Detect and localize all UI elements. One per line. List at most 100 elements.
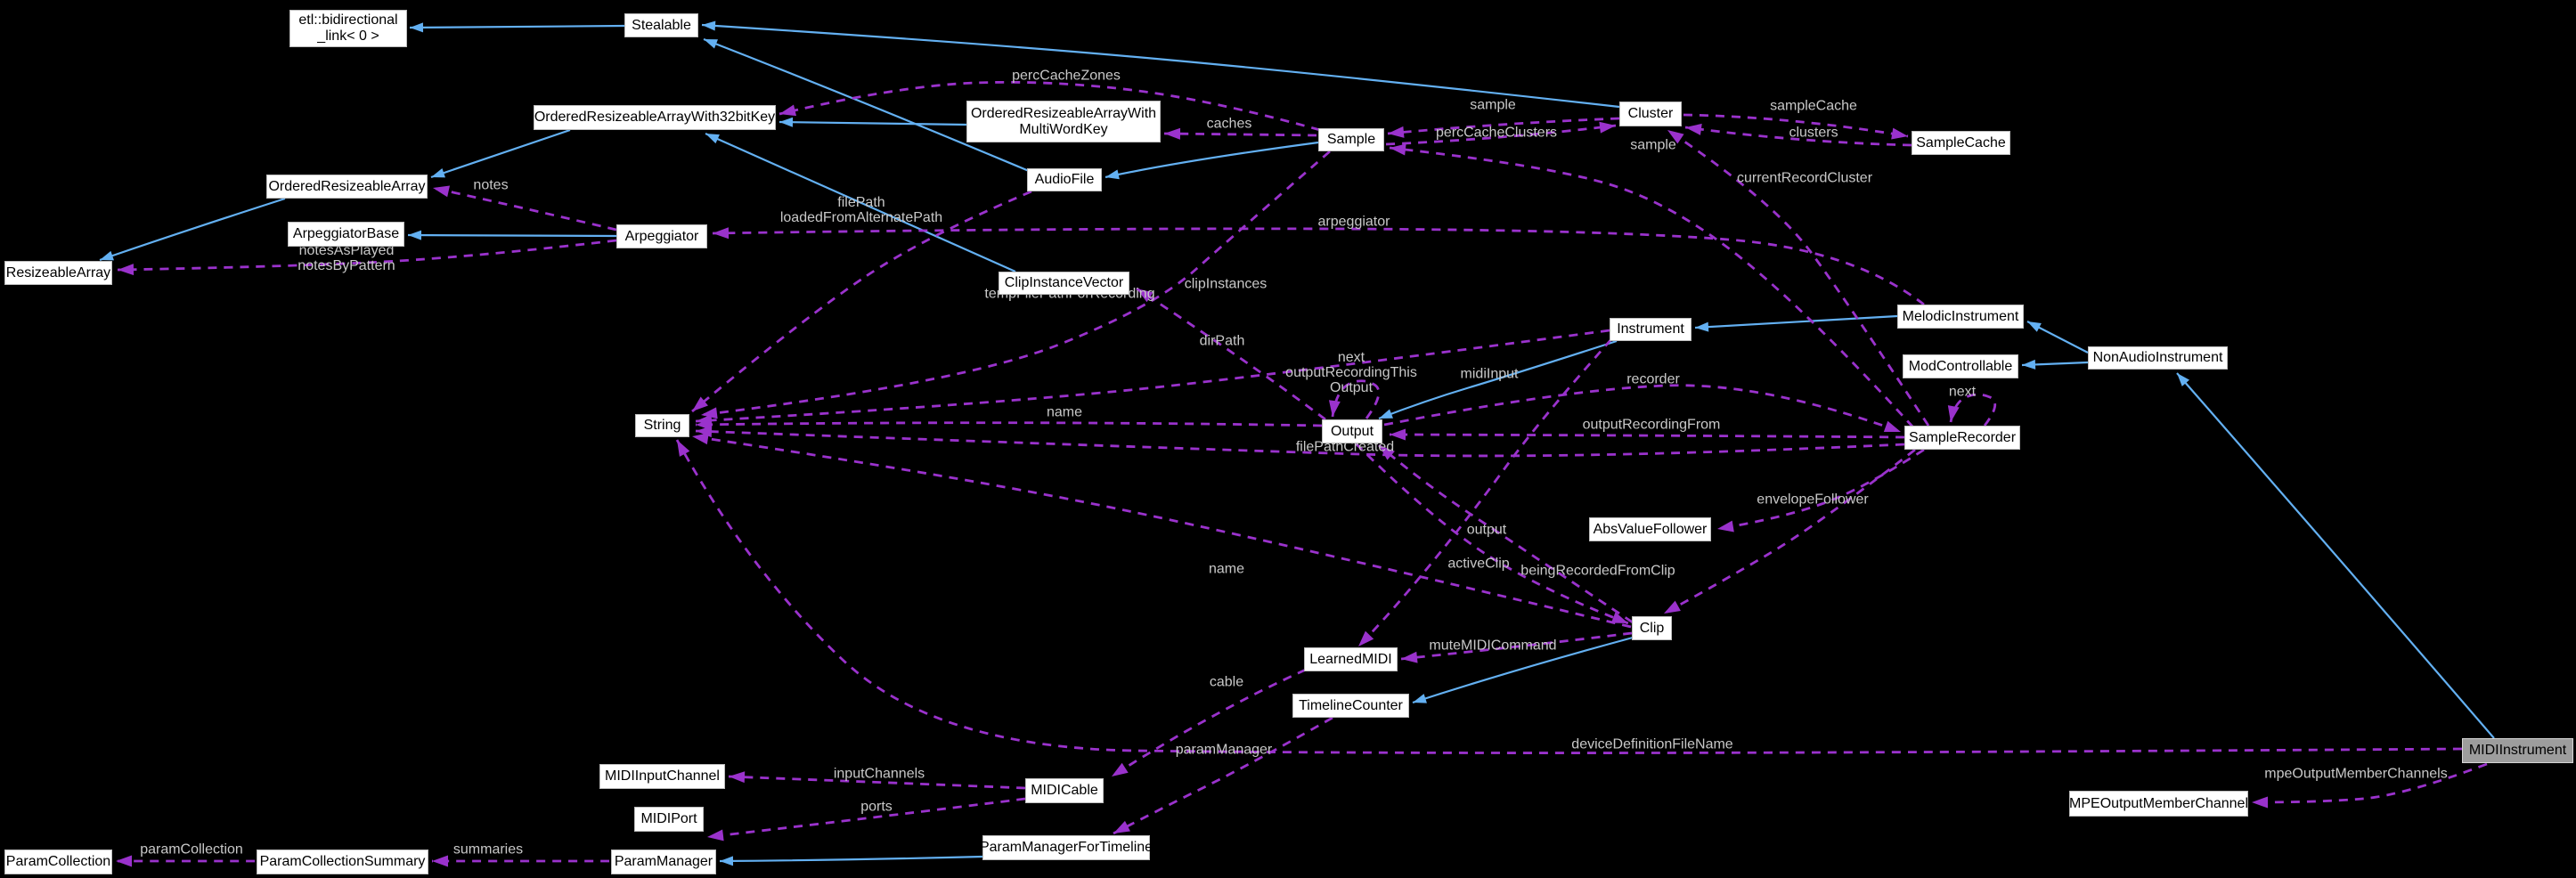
edge-sample-recorder-to-output bbox=[1389, 428, 1905, 441]
class-node-etl-bidirectional-link[interactable]: etl::bidirectional_link< 0 > bbox=[289, 10, 407, 47]
edge-output-to-string bbox=[695, 419, 1323, 431]
edge-label-caches: caches bbox=[1206, 116, 1252, 132]
class-node-cluster[interactable]: Cluster bbox=[1619, 102, 1682, 126]
edge-label-midiInput: midiInput bbox=[1460, 366, 1519, 382]
class-node-param-collection-summary[interactable]: ParamCollectionSummary bbox=[257, 850, 428, 874]
edge-midi-instrument-to-non-audio-instrument bbox=[2176, 372, 2495, 739]
class-node-param-manager-for-timeline[interactable]: ParamManagerForTimeline bbox=[980, 835, 1153, 860]
edge-label-sampleCache: sampleCache bbox=[1770, 98, 1857, 114]
class-node-label: AbsValueFollower bbox=[1593, 521, 1708, 537]
edge-label-currentRecordCluster: currentRecordCluster bbox=[1736, 170, 1873, 186]
class-node-stealable[interactable]: Stealable bbox=[624, 13, 698, 37]
class-node-arpeggiator-base[interactable]: ArpeggiatorBase bbox=[288, 222, 404, 247]
class-node-midi-input-channel[interactable]: MIDIInputChannel bbox=[599, 764, 725, 789]
class-node-learned-midi[interactable]: LearnedMIDI bbox=[1304, 647, 1398, 671]
edge-non-audio-instrument-to-mod-controllable bbox=[2021, 359, 2089, 370]
class-node-clip-instance-vector[interactable]: ClipInstanceVector bbox=[999, 272, 1129, 295]
class-node-sample-cache[interactable]: SampleCache bbox=[1912, 131, 2010, 155]
class-node-label: ModControllable bbox=[1908, 358, 2013, 374]
class-node-midi-cable[interactable]: MIDICable bbox=[1025, 778, 1104, 803]
edge-label-percCacheClusters: percCacheClusters bbox=[1435, 125, 1558, 141]
edge-audio-file-to-stealable bbox=[703, 37, 1030, 173]
class-node-label: String bbox=[643, 418, 681, 434]
class-node-timeline-counter[interactable]: TimelineCounter bbox=[1292, 694, 1409, 718]
class-node-arpeggiator[interactable]: Arpeggiator bbox=[616, 224, 707, 248]
edge-cluster-to-sample-cache bbox=[1683, 113, 1909, 140]
edge-midi-instrument-to-string bbox=[675, 439, 2463, 754]
class-node-ordered-resizeable-array-with-32bit-key[interactable]: OrderedResizeableArrayWith32bitKey bbox=[534, 105, 776, 130]
class-node-sample[interactable]: Sample bbox=[1318, 128, 1384, 151]
edge-arpeggiator-to-arpeggiator-base bbox=[407, 230, 617, 240]
class-node-label: ParamCollectionSummary bbox=[259, 854, 426, 870]
class-node-label: Instrument bbox=[1617, 321, 1684, 337]
class-node-label: ParamCollection bbox=[5, 854, 111, 870]
edge-midi-instrument-to-mpe-output-member-channel bbox=[2251, 762, 2488, 809]
class-node-output[interactable]: Output bbox=[1322, 419, 1382, 443]
class-node-abs-value-follower[interactable]: AbsValueFollower bbox=[1589, 517, 1711, 541]
class-node-label: MIDIInstrument bbox=[2468, 743, 2567, 759]
class-node-sample-recorder[interactable]: SampleRecorder bbox=[1904, 426, 2020, 450]
edge-clip-to-learned-midi bbox=[1400, 631, 1633, 663]
class-node-resizeable-array[interactable]: ResizeableArray bbox=[4, 261, 112, 285]
edge-label-inputChannels: inputChannels bbox=[833, 766, 925, 782]
class-node-label: MPEOutputMemberChannel bbox=[2069, 795, 2248, 811]
class-node-label: ArpeggiatorBase bbox=[292, 226, 400, 242]
edge-output-to-clip-instance-vector bbox=[1136, 287, 1326, 421]
edge-ordered-resizeable-array-with-32bit-key-to-ordered-resizeable-array bbox=[430, 128, 571, 179]
class-node-label: Output bbox=[1330, 423, 1374, 439]
edge-audio-file-to-string bbox=[691, 190, 1032, 413]
edge-ordered-resizeable-array-to-resizeable-array bbox=[99, 197, 286, 262]
edge-label-ports: ports bbox=[860, 799, 893, 815]
edge-sample-to-audio-file bbox=[1105, 141, 1319, 180]
class-node-midi-instrument[interactable]: MIDIInstrument bbox=[2462, 738, 2573, 763]
edge-label-mpeOutputMemberChannels: mpeOutputMemberChannels bbox=[2264, 766, 2448, 782]
edge-sample-recorder-to-string bbox=[695, 426, 1905, 458]
edge-label-clipInstances: clipInstances bbox=[1184, 276, 1268, 292]
edge-param-manager-for-timeline-to-param-manager bbox=[719, 855, 983, 866]
edge-sample-recorder-to-sample bbox=[1389, 143, 1915, 428]
edge-non-audio-instrument-to-melodic-instrument bbox=[2026, 321, 2089, 354]
class-node-label: MIDICable bbox=[1031, 783, 1098, 799]
edge-arpeggiator-to-ordered-resizeable-array bbox=[432, 185, 617, 232]
edge-label-clusters: clusters bbox=[1789, 125, 1838, 141]
edge-label-name: name bbox=[1208, 561, 1245, 577]
edge-label-next: next bbox=[1948, 384, 1977, 400]
class-node-midi-port[interactable]: MIDIPort bbox=[634, 807, 704, 832]
class-node-label: OrderedResizeableArray bbox=[268, 178, 426, 194]
edge-label-percCacheZones: percCacheZones bbox=[1012, 68, 1121, 84]
edge-sample-recorder-to-clip bbox=[1663, 448, 1916, 615]
class-node-clip[interactable]: Clip bbox=[1632, 616, 1672, 640]
class-node-label: Stealable bbox=[632, 17, 691, 33]
edge-clip-to-timeline-counter bbox=[1412, 636, 1634, 704]
class-node-label: ClipInstanceVector bbox=[1004, 275, 1124, 291]
edge-learned-midi-to-midi-cable bbox=[1111, 668, 1307, 778]
class-node-audio-file[interactable]: AudioFile bbox=[1027, 168, 1102, 191]
class-node-mpe-output-member-channel[interactable]: MPEOutputMemberChannel bbox=[2069, 791, 2248, 817]
edge-label-sample: sample bbox=[1630, 137, 1676, 153]
edge-label-paramCollection: paramCollection bbox=[140, 841, 243, 858]
class-node-label: MelodicInstrument bbox=[1902, 308, 2019, 324]
class-node-label: ParamManager bbox=[614, 854, 713, 870]
class-node-param-collection[interactable]: ParamCollection bbox=[4, 850, 112, 874]
class-node-param-manager[interactable]: ParamManager bbox=[611, 850, 716, 874]
edge-label-summaries: summaries bbox=[452, 841, 524, 858]
edge-clip-to-output bbox=[1378, 443, 1634, 624]
class-node-mod-controllable[interactable]: ModControllable bbox=[1903, 354, 2018, 378]
edge-sample-to-ordered-resizeable-array-with-multi-word-key bbox=[1163, 127, 1317, 140]
class-node-melodic-instrument[interactable]: MelodicInstrument bbox=[1897, 305, 2024, 329]
edge-ordered-resizeable-array-with-multi-word-key-to-ordered-resizeable-array-with-32bit-key bbox=[779, 117, 967, 127]
edge-instrument-to-learned-midi bbox=[1357, 338, 1613, 647]
class-node-instrument[interactable]: Instrument bbox=[1610, 318, 1692, 341]
edge-midi-cable-to-midi-input-channel bbox=[728, 771, 1026, 790]
edge-label-dirPath: dirPath bbox=[1199, 333, 1245, 349]
class-node-ordered-resizeable-array[interactable]: OrderedResizeableArray bbox=[266, 175, 428, 199]
class-node-label: TimelineCounter bbox=[1299, 697, 1403, 713]
edge-label-name: name bbox=[1046, 404, 1083, 420]
class-node-label: SampleRecorder bbox=[1908, 429, 2017, 445]
class-node-label: Sample bbox=[1326, 132, 1376, 148]
class-node-non-audio-instrument[interactable]: NonAudioInstrument bbox=[2088, 346, 2228, 370]
class-node-string[interactable]: String bbox=[635, 414, 689, 437]
